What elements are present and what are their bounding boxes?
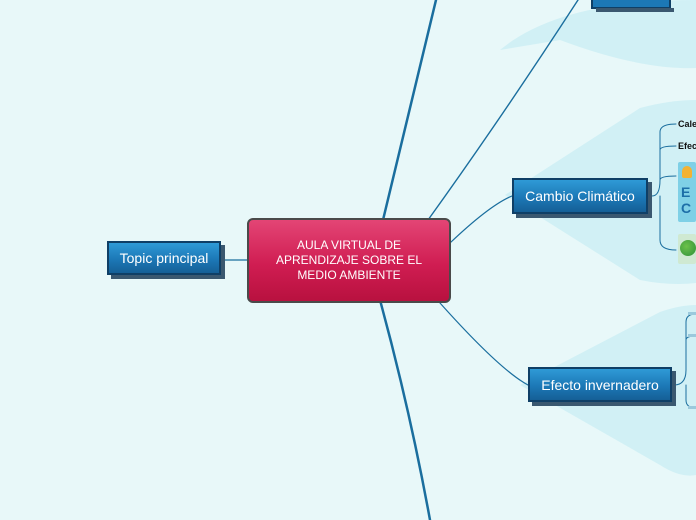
efecto-invernadero-node[interactable]: Efecto invernadero: [528, 367, 672, 402]
topic-principal-node[interactable]: Topic principal: [107, 241, 221, 275]
thumbnail-figure: [682, 166, 692, 178]
efecto-subtopic-bar-3[interactable]: [688, 406, 696, 409]
efecto-invernadero-label: Efecto invernadero: [541, 377, 659, 393]
connector-efecto: [440, 303, 528, 385]
subtopic-efec[interactable]: Efec: [678, 141, 696, 151]
efecto-subtopic-bar-2[interactable]: [688, 334, 696, 337]
connector-bottom: [380, 300, 430, 520]
topic-principal-label: Topic principal: [120, 250, 209, 266]
connector-top: [383, 0, 436, 220]
thumbnail-letter-c: C: [681, 200, 691, 216]
earth-globe: [680, 240, 696, 256]
connector-cambio: [450, 196, 512, 243]
climate-image-thumbnail[interactable]: E C: [678, 162, 696, 222]
thumbnail-letter-e: E: [681, 184, 690, 200]
topic-node-top-right-shadow: [596, 8, 674, 12]
subtopic-cale[interactable]: Cale: [678, 119, 696, 129]
cambio-climatico-node[interactable]: Cambio Climático: [512, 178, 648, 214]
central-topic-label: AULA VIRTUAL DE APRENDIZAJE SOBRE EL MED…: [259, 238, 439, 283]
efecto-subtopic-bar-1[interactable]: [688, 312, 696, 315]
earth-image-thumbnail[interactable]: [678, 234, 696, 264]
central-topic-node[interactable]: AULA VIRTUAL DE APRENDIZAJE SOBRE EL MED…: [247, 218, 451, 303]
topic-node-top-right[interactable]: [592, 0, 670, 8]
cambio-climatico-label: Cambio Climático: [525, 188, 635, 204]
